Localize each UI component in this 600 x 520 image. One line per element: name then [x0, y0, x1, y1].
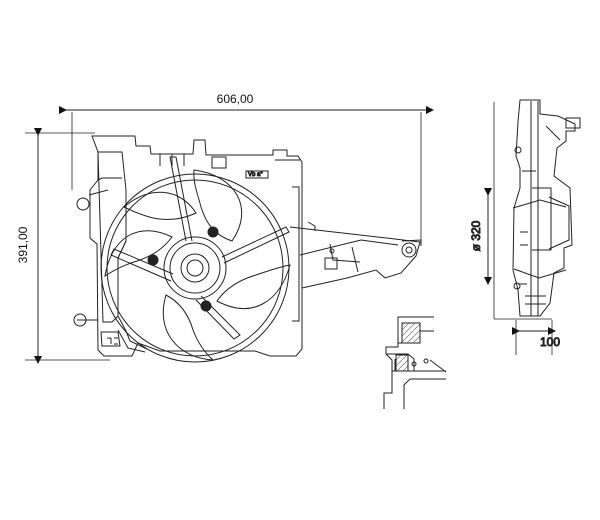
detail-view: [383, 316, 447, 409]
width-dimension: 606,00: [59, 92, 434, 240]
height-label: 391,00: [16, 226, 30, 263]
front-view: Vb a°: [73, 135, 422, 363]
depth-label: 100: [540, 335, 560, 349]
width-label: 606,00: [217, 92, 254, 106]
side-view: ø 320 100: [469, 99, 581, 355]
diameter-label: ø 320: [469, 220, 483, 251]
small-plate-label: Vb a°: [248, 172, 263, 178]
height-dimension: 391,00: [16, 128, 110, 364]
